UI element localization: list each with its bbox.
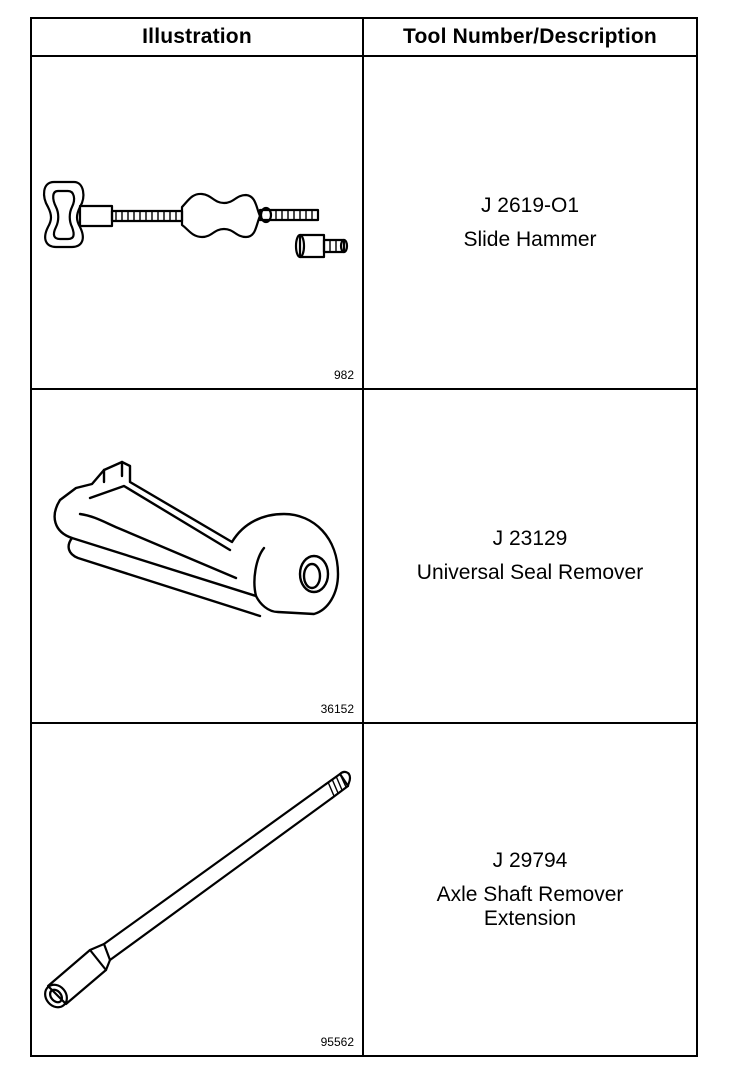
axle-shaft-extension-icon xyxy=(44,770,352,1009)
header-tool-number-description: Tool Number/Description xyxy=(364,19,696,57)
tool-description-line: Slide Hammer xyxy=(463,227,597,251)
tool-description-cell: J 23129 Universal Seal Remover xyxy=(364,390,696,724)
figure-number: 982 xyxy=(333,368,354,382)
illustration-cell: 36152 xyxy=(32,390,364,724)
figure-number: 36152 xyxy=(320,702,354,716)
tool-description-line: Universal Seal Remover xyxy=(416,561,644,584)
tool-number: J 29794 xyxy=(492,848,568,872)
tool-description-line: Extension xyxy=(483,906,577,930)
figure-number: 95562 xyxy=(320,1035,354,1049)
tool-description-line: Axle Shaft Remover xyxy=(436,882,624,906)
tool-table: Illustration Tool Number/Description xyxy=(30,17,698,1057)
illustration-cell: 982 xyxy=(32,57,364,390)
tool-number: J 23129 xyxy=(492,527,568,550)
slide-hammer-icon xyxy=(42,180,349,259)
header-illustration: Illustration xyxy=(32,19,364,57)
tool-description-cell: J 2619-O1 Slide Hammer xyxy=(364,57,696,390)
tool-description-cell: J 29794 Axle Shaft Remover Extension xyxy=(364,724,696,1055)
tool-number: J 2619-O1 xyxy=(480,193,580,217)
illustration-cell: 95562 xyxy=(32,724,364,1055)
seal-remover-icon xyxy=(53,460,340,618)
